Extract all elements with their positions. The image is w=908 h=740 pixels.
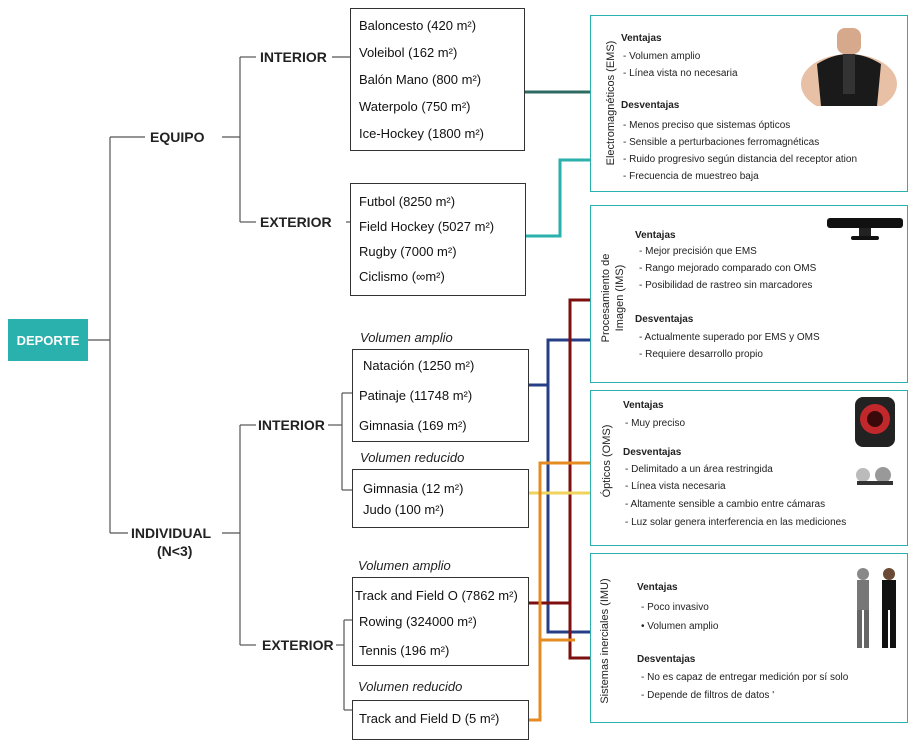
ims-title-line1: Procesamiento de (600, 253, 612, 343)
individual-exterior-amplio-box: Track and Field O (7862 m²) Rowing (3240… (352, 577, 529, 666)
sport-item: Field Hockey (5027 m²) (359, 219, 495, 234)
imu-desventajas-heading: Desventajas (637, 654, 696, 665)
ems-desventaja-item: - Menos preciso que sistemas ópticos (623, 120, 791, 131)
ims-desventajas-heading: Desventajas (635, 314, 694, 325)
ems-desventajas-heading: Desventajas (621, 100, 680, 111)
individual-exterior-label: EXTERIOR (262, 637, 334, 653)
equipo-exterior-label: EXTERIOR (260, 214, 332, 230)
oms-ventajas-heading: Ventajas (623, 400, 664, 411)
sport-item: Judo (100 m²) (363, 502, 444, 517)
mocap-suit-photo-icon (857, 568, 896, 648)
sport-item: Voleibol (162 m²) (359, 45, 458, 60)
ems-desventaja-item: - Frecuencia de muestreo baja (623, 171, 759, 182)
ems-title: Electromagnéticos (EMS) (605, 40, 617, 166)
kinect-camera-icon (827, 218, 903, 240)
sport-item: Baloncesto (420 m²) (359, 18, 477, 33)
root-node-deporte: DEPORTE (8, 319, 88, 361)
sport-item: Ciclismo (∞m²) (359, 269, 445, 284)
sport-item: Balón Mano (800 m²) (359, 72, 482, 87)
ems-ventaja-item: - Volumen amplio (623, 51, 701, 62)
oms-title: Ópticos (OMS) (601, 424, 613, 498)
equipo-exterior-sports-box: Futbol (8250 m²) Field Hockey (5027 m²) … (350, 183, 526, 296)
tech-box-imu: Sistemas inerciales (IMU) Ventajas - Poc… (590, 553, 908, 723)
sport-item: Natación (1250 m²) (363, 358, 475, 373)
ims-title-line2: Imagen (IMS) (614, 264, 626, 332)
oms-ventaja-item: - Muy preciso (625, 418, 686, 429)
imu-title: Sistemas inerciales (IMU) (599, 578, 611, 704)
sport-item: Track and Field D (5 m²) (359, 711, 500, 726)
category-individual-condition: (N<3) (157, 543, 193, 559)
ims-ventaja-item: - Mejor precisión que EMS (639, 246, 757, 257)
tech-box-ems: Electromagnéticos (EMS) Ventajas - Volum… (590, 15, 908, 192)
equipo-interior-sports-box: Baloncesto (420 m²) Voleibol (162 m²) Ba… (350, 8, 525, 151)
sport-item: Gimnasia (169 m²) (359, 418, 467, 433)
sport-item: Tennis (196 m²) (359, 643, 450, 658)
ims-desventaja-item: - Actualmente superado por EMS y OMS (639, 332, 820, 343)
ems-desventaja-item: - Ruido progresivo según distancia del r… (623, 154, 858, 165)
ems-ventaja-item: - Línea vista no necesaria (623, 68, 738, 79)
imu-ventajas-heading: Ventajas (637, 582, 678, 593)
sport-item: Waterpolo (750 m²) (359, 99, 471, 114)
sport-item: Gimnasia (12 m²) (363, 481, 464, 496)
ims-desventaja-item: - Requiere desarrollo propio (639, 349, 763, 360)
ims-ventaja-item: - Posibilidad de rastreo sin marcadores (639, 280, 813, 291)
category-individual: INDIVIDUAL (131, 525, 212, 541)
individual-interior-amplio-box: Natación (1250 m²) Patinaje (11748 m²) G… (352, 349, 529, 442)
imu-ventaja-item: • Volumen amplio (641, 621, 719, 632)
oms-desventajas-heading: Desventajas (623, 447, 682, 458)
tech-box-oms: Ópticos (OMS) Ventajas - Muy preciso Des… (590, 390, 908, 546)
imu-desventaja-item: - Depende de filtros de datos ' (641, 690, 775, 701)
individual-interior-reducido-label: Volumen reducido (360, 450, 465, 465)
individual-exterior-reducido-label: Volumen reducido (358, 679, 463, 694)
individual-exterior-reducido-box: Track and Field D (5 m²) (352, 700, 529, 740)
ems-desventaja-item: - Sensible a perturbaciones ferromagnéti… (623, 137, 820, 148)
imu-desventaja-item: - No es capaz de entregar medición por s… (641, 672, 849, 683)
category-equipo: EQUIPO (150, 129, 205, 145)
sport-item: Track and Field O (7862 m²) (355, 588, 518, 603)
individual-interior-amplio-label: Volumen amplio (360, 330, 453, 345)
individual-interior-label: INTERIOR (258, 417, 325, 433)
tree-lines (88, 56, 352, 711)
ims-ventajas-heading: Ventajas (635, 230, 676, 241)
ims-ventaja-item: - Rango mejorado comparado con OMS (639, 263, 817, 274)
tech-box-ims: Procesamiento de Imagen (IMS) Ventajas -… (590, 205, 908, 383)
oms-desventaja-item: - Delimitado a un área restringida (625, 464, 773, 475)
equipo-interior-label: INTERIOR (260, 49, 327, 65)
oms-desventaja-item: - Altamente sensible a cambio entre cáma… (625, 499, 826, 510)
sport-item: Patinaje (11748 m²) (359, 388, 473, 403)
ems-ventajas-heading: Ventajas (621, 33, 662, 44)
oms-desventaja-item: - Línea vista necesaria (625, 481, 726, 492)
sport-item: Ice-Hockey (1800 m²) (359, 126, 484, 141)
marker-balls-icon (856, 467, 893, 485)
sport-item: Rugby (7000 m²) (359, 244, 457, 259)
oms-desventaja-item: - Luz solar genera interferencia en las … (625, 517, 847, 528)
sport-item: Futbol (8250 m²) (359, 194, 456, 209)
optical-camera-icon (855, 397, 895, 447)
sport-item: Rowing (324000 m²) (359, 614, 477, 629)
individual-exterior-amplio-label: Volumen amplio (358, 558, 451, 573)
imu-ventaja-item: - Poco invasivo (641, 602, 709, 613)
ems-harness-photo-icon (801, 28, 897, 106)
individual-interior-reducido-box: Gimnasia (12 m²) Judo (100 m²) (352, 469, 529, 528)
